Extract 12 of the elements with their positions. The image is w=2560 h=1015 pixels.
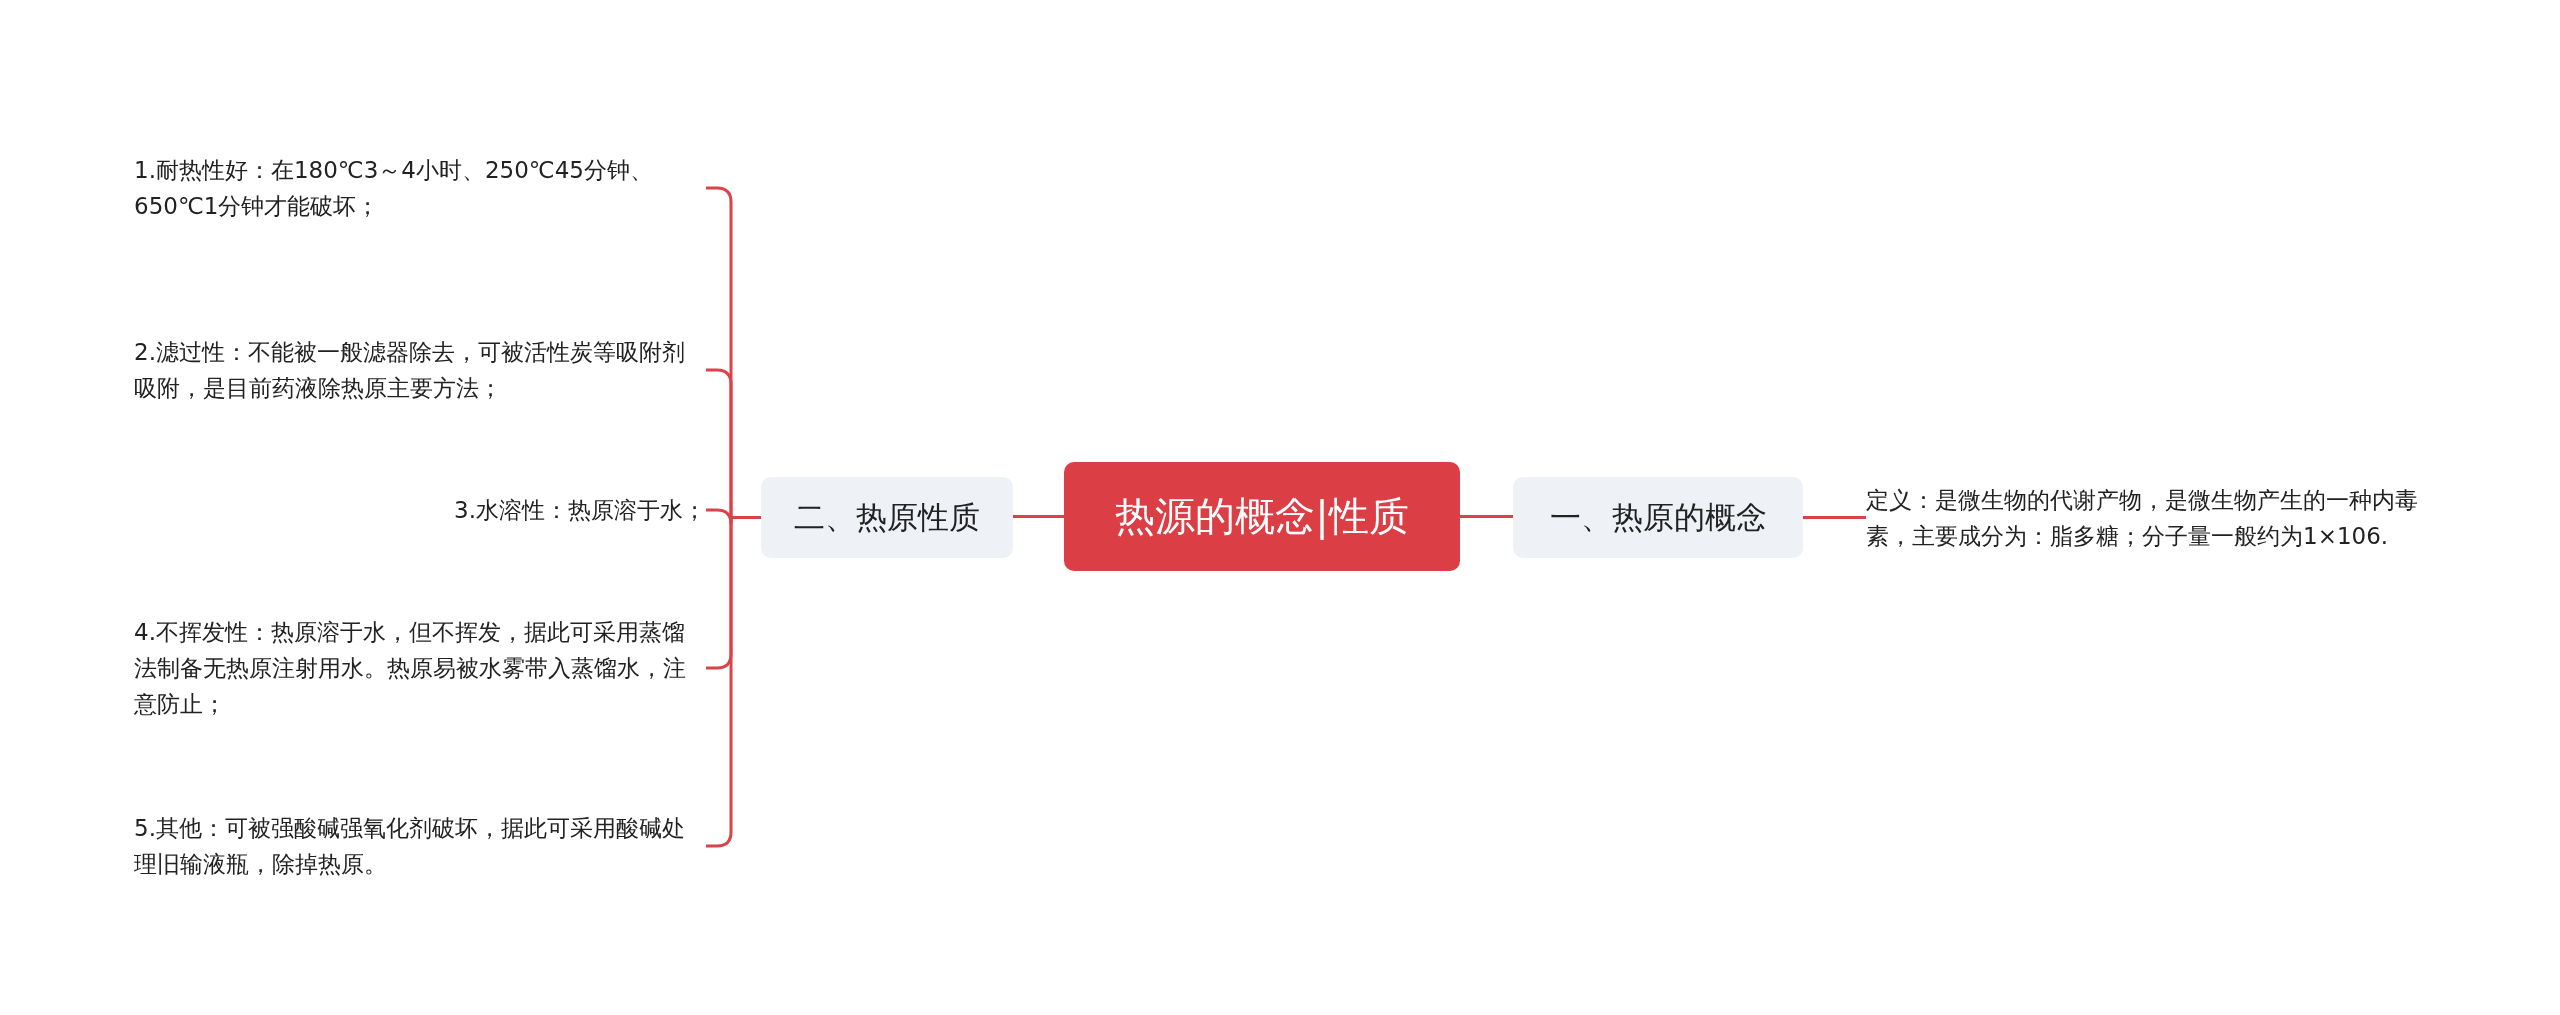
connector-line	[1013, 515, 1064, 518]
leaf-topic-text: 1.耐热性好：在180℃3～4小时、250℃45分钟、650℃1分钟才能破坏；	[134, 156, 654, 221]
connector-line	[1460, 515, 1513, 518]
branch-topic-box: 一、热原的概念	[1513, 477, 1803, 558]
leaf-topic-text: 4.不挥发性：热原溶于水，但不挥发，据此可采用蒸馏法制备无热原注射用水。热原易被水雾带入蒸馏水，注意防止；	[134, 618, 687, 719]
leaf-topic-text: 定义：是微生物的代谢产物，是微生物产生的一种内毒素，主要成分为：脂多糖；分子量一般约为1×106.	[1866, 486, 2419, 551]
leaf-topic-text: 3.水溶性：热原溶于水；	[454, 496, 706, 525]
connector-line	[1803, 516, 1866, 519]
central-topic-box: 热源的概念|性质	[1064, 462, 1460, 571]
leaf-topic-text: 2.滤过性：不能被一般滤器除去，可被活性炭等吸附剂吸附，是目前药液除热原主要方法；	[134, 338, 686, 403]
leaf-topic-text: 5.其他：可被强酸碱强氧化剂破坏，据此可采用酸碱处理旧输液瓶，除掉热原。	[134, 814, 686, 879]
branch-topic-box: 二、热原性质	[761, 477, 1013, 558]
